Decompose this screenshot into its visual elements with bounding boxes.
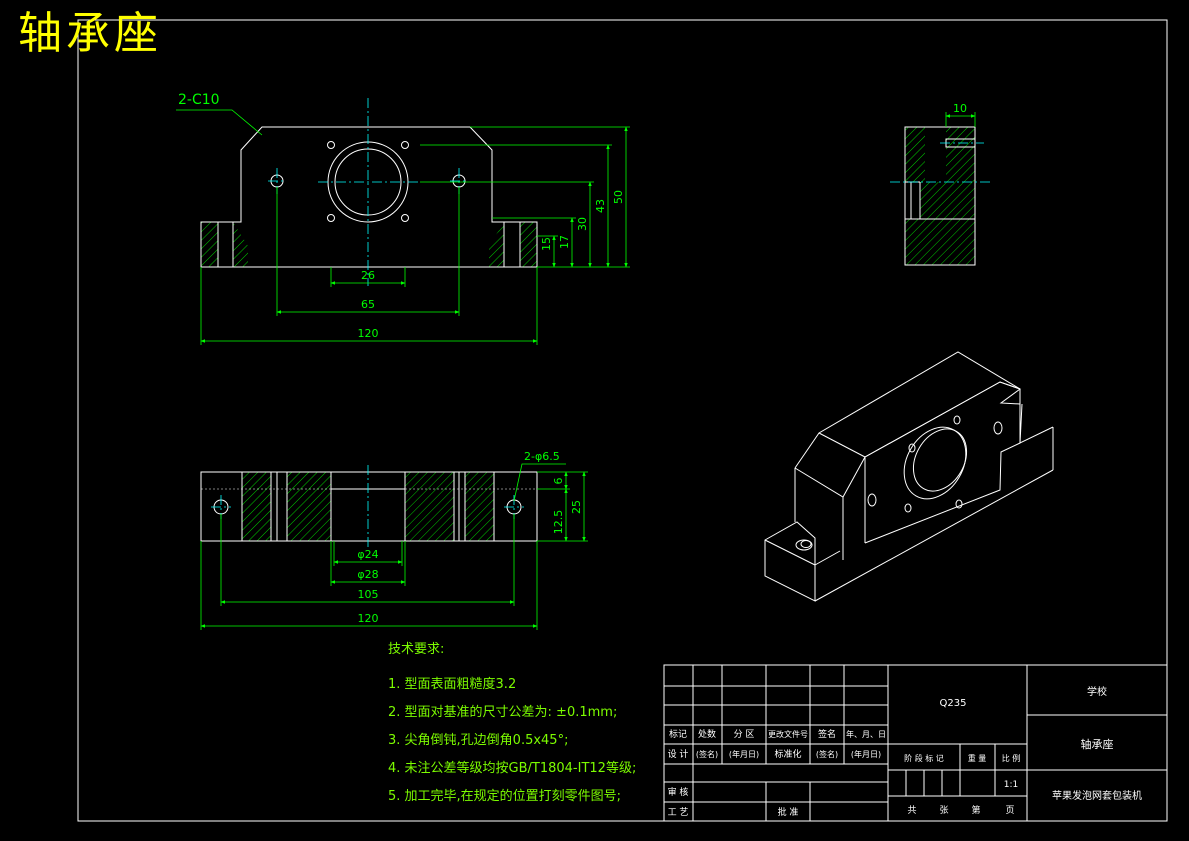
hole-label: 2-φ6.5 [524, 450, 560, 463]
side-view [904, 126, 976, 266]
tb-pizhun: 批 准 [778, 806, 799, 818]
title-block [663, 664, 1168, 822]
tb-zhang: 张 [939, 805, 948, 816]
tb-biaozhunhua: 标准化 [774, 748, 801, 760]
note-item: 4. 未注公差等级均按GB/T1804-IT12等级; [388, 761, 637, 776]
dim-15: 15 [540, 237, 553, 251]
front-dimension-text: 2-C10 26 65 120 50 43 30 17 15 [178, 92, 625, 340]
tb-qianming: 签名 [818, 728, 836, 740]
tb-sign2: (签名) [816, 749, 838, 759]
dim-105: 105 [358, 588, 379, 601]
dim-phi24: φ24 [357, 548, 378, 561]
tb-biaoji: 标记 [669, 728, 687, 740]
dim-12-5: 12.5 [552, 510, 565, 535]
tb-gong: 共 [907, 805, 916, 816]
tb-chushu: 处数 [698, 728, 716, 740]
tb-bili: 比 例 [1002, 753, 1021, 763]
tb-date1: (年月日) [729, 749, 759, 759]
side-dimensions [945, 112, 976, 127]
note-item: 3. 尖角倒钝,孔边倒角0.5x45°; [388, 733, 569, 748]
tb-material: Q235 [940, 698, 967, 709]
front-centerlines [268, 98, 468, 286]
front-dimensions [176, 109, 630, 345]
tb-date2: (年月日) [851, 749, 881, 759]
notes-heading: 技术要求: [388, 642, 445, 657]
title-block-text: 标记 处数 分 区 更改文件号 签名 年、月、日 设 计 (签名) (年月日) … [668, 685, 1142, 818]
tb-school: 学校 [1087, 685, 1107, 698]
inner-frame [77, 19, 1168, 822]
dim-26: 26 [361, 269, 375, 282]
dim-phi28: φ28 [357, 568, 378, 581]
note-item: 5. 加工完毕,在规定的位置打刻零件图号; [388, 789, 622, 804]
tb-di: 第 [971, 804, 980, 816]
tb-sign1: (签名) [696, 749, 718, 759]
tb-date: 年、月、日 [846, 729, 886, 739]
dim-25: 25 [570, 500, 583, 514]
tb-ye: 页 [1005, 805, 1014, 816]
drawing-title: 轴承座 [18, 8, 162, 59]
note-item: 2. 型面对基准的尺寸公差为: ±0.1mm; [388, 705, 618, 720]
dim-6: 6 [552, 478, 565, 485]
tb-gongyi: 工 艺 [668, 807, 689, 818]
isometric-view [764, 351, 1054, 602]
tb-part-name: 轴承座 [1081, 737, 1114, 751]
tb-jieduan: 阶 段 标 记 [904, 753, 944, 763]
note-item: 1. 型面表面粗糙度3.2 [388, 677, 517, 692]
top-dimension-text: 2-φ6.5 φ24 φ28 105 120 6 25 12.5 [357, 450, 583, 625]
dim-43: 43 [594, 199, 607, 213]
dim-30: 30 [576, 217, 589, 231]
dim-120-front: 120 [358, 327, 379, 340]
dim-50: 50 [612, 190, 625, 204]
dim-120-top: 120 [358, 612, 379, 625]
top-dimensions [200, 463, 588, 630]
tb-fenqu: 分 区 [734, 729, 755, 740]
front-view [200, 126, 538, 268]
tb-zhongliang: 重 量 [968, 753, 987, 763]
tb-gengai: 更改文件号 [768, 729, 808, 739]
tb-scale: 1:1 [1004, 780, 1018, 790]
tb-machine: 苹果发泡网套包装机 [1052, 789, 1142, 802]
dim-10: 10 [953, 102, 967, 115]
top-view [200, 471, 538, 542]
technical-requirements: 技术要求: 1. 型面表面粗糙度3.2 2. 型面对基准的尺寸公差为: ±0.1… [388, 638, 636, 811]
side-centerline [890, 142, 990, 183]
chamfer-label: 2-C10 [178, 92, 220, 108]
dim-17: 17 [558, 235, 571, 249]
tb-shenhe: 审 核 [668, 786, 689, 798]
dim-65: 65 [361, 298, 375, 311]
tb-sheji: 设 计 [668, 748, 689, 760]
